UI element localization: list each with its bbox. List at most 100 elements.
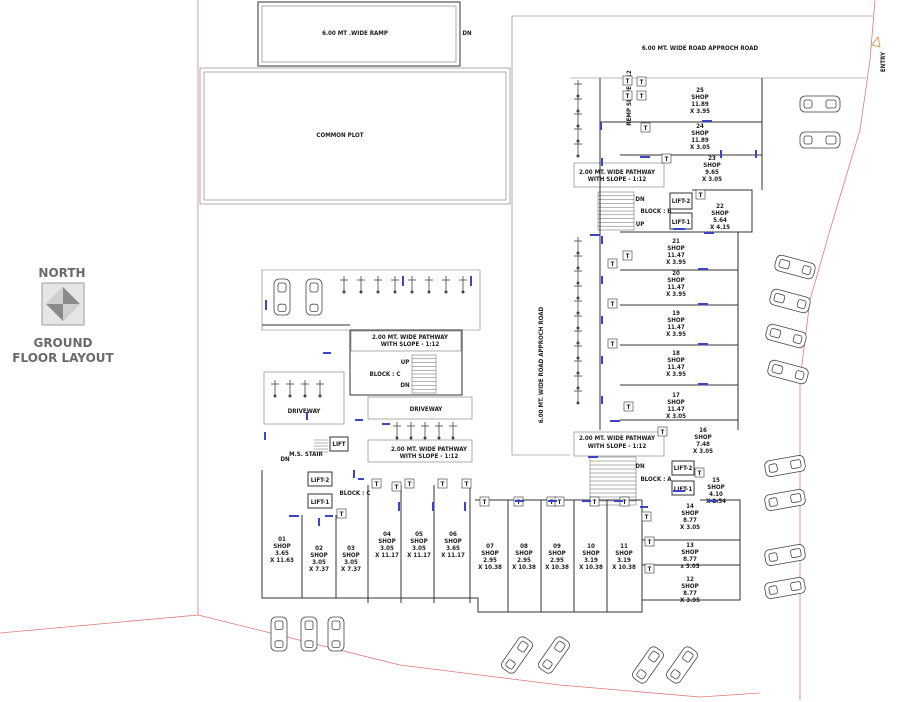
shop-12-label-3: X 3.95 [680,597,700,604]
two-wheeler-icon [574,297,582,315]
two-wheeler-icon [574,252,582,270]
shop-04-label-1: SHOP [378,538,395,545]
window-mark [698,268,708,270]
parking-cars [270,95,841,684]
toilet-box [607,258,618,269]
two-wheeler-icon [435,422,443,440]
car-icon [632,646,664,684]
svg-text:LIFT-1: LIFT-1 [672,219,691,226]
toilet-label: T [395,484,399,491]
toilet-box [622,90,633,101]
site-boundary [0,0,876,700]
two-wheeler-icon [574,237,582,255]
shop-04-label-3: X 11.17 [375,552,399,559]
window-mark [698,343,708,345]
window-mark [600,122,602,130]
block-a-area: 2.00 MT. WIDE PATHWAY WITH SLOPE - 1:12 … [573,431,695,496]
window-mark [289,515,299,517]
shop-01-label-0: 01 [278,536,286,543]
shop-11-label-0: 11 [620,543,628,550]
toilet-box [657,426,668,437]
car-icon [327,616,345,652]
shop-14-label-0: 14 [686,503,694,510]
shop-04-label-2: 3.05 [380,545,394,552]
toilet-label: T [665,156,669,163]
car-icon [273,278,291,316]
two-wheeler-icon [574,282,582,300]
shop-02-label-3: X 7.37 [309,566,329,573]
toilet-label: T [645,514,649,521]
toilet-box [622,75,633,86]
window-mark [515,500,524,502]
car-icon [767,359,809,385]
shop-21-label-1: SHOP [667,245,684,252]
window-mark [353,470,355,478]
two-wheeler-icon [393,422,401,440]
two-wheeler-icon [442,276,450,294]
toilet-box [461,478,472,489]
svg-text:6.00 MT. WIDE ROAD APPROCH ROA: 6.00 MT. WIDE ROAD APPROCH ROAD [538,306,545,423]
toilet-label: T [626,253,630,260]
shop-23-label-1: SHOP [703,162,720,169]
window-mark [601,276,603,284]
window-mark [306,412,308,420]
window-mark [702,120,712,122]
shop-14-label-2: 8.77 [683,517,697,524]
shop-08-label-1: SHOP [515,550,532,557]
toilet-label: T [661,429,665,436]
shop-20-label-2: 11.47 [667,284,685,291]
toilet-label: T [640,93,644,100]
two-wheeler-icon [574,140,582,158]
shop-10-label-2: 3.19 [584,557,598,564]
svg-text:DN: DN [635,196,645,203]
shop-10-label-0: 10 [587,543,595,550]
toilet-box [694,467,705,478]
two-wheeler-icon [574,342,582,360]
toilet-label: T [558,499,562,506]
shop-18-label-3: X 3.95 [666,371,686,378]
shop-06-label-1: SHOP [444,538,461,545]
window-mark [548,500,557,502]
window-mark [432,502,434,511]
shop-12-label-2: 8.77 [683,590,697,597]
two-wheeler-icon [316,380,324,398]
two-wheeler-icon [301,380,309,398]
shop-09-label-3: X 10.38 [545,564,569,571]
two-wheeler-icon [574,95,582,113]
window-mark [614,500,623,502]
shop-01-label-3: X 11.63 [270,557,294,564]
svg-text:DRIVEWAY: DRIVEWAY [288,408,322,415]
shop-25-label-1: SHOP [691,94,708,101]
toilet-box [391,481,402,492]
car-icon [538,636,570,674]
window-mark [698,303,708,305]
shop-05-label-1: SHOP [410,538,427,545]
svg-text:WITH SLOPE - 1:12: WITH SLOPE - 1:12 [400,453,459,460]
shop-13-label-3: x 3.05 [680,563,699,570]
shop-13-label-0: 13 [686,542,694,549]
window-mark [382,423,390,425]
svg-text:DN: DN [280,456,290,463]
two-wheeler-icon [574,110,582,128]
toilet-label: T [611,301,615,308]
shop-12-label-1: SHOP [681,583,698,590]
window-mark [720,150,722,158]
shop-22-label-1: SHOP [711,210,728,217]
car-icon [774,254,816,280]
car-icon [764,577,806,599]
shop-06-label-3: X 11.17 [441,552,465,559]
toilet-label: T [648,539,652,546]
shop-16-label-3: X 3.05 [693,448,713,455]
toilet-box [622,250,633,261]
shop-18-label-0: 18 [672,350,680,357]
window-marks [264,120,757,526]
toilet-box [607,298,618,309]
toilet-box [404,478,415,489]
shop-17-label-0: 17 [672,392,680,399]
two-wheeler-icon [374,276,382,294]
car-icon [305,278,323,316]
shop-24-label-1: SHOP [691,130,708,137]
svg-text:WITH SLOPE - 1:12: WITH SLOPE - 1:12 [588,443,647,450]
two-wheeler-icon [408,276,416,294]
